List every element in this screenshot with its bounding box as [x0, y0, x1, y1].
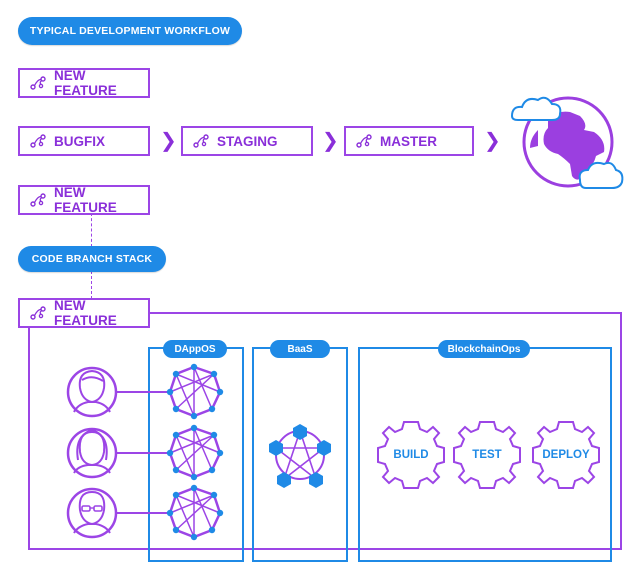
branch-label: NEW FEATURE — [54, 68, 117, 98]
branch-bugfix[interactable]: BUGFIX — [18, 126, 150, 156]
branch-staging[interactable]: STAGING — [181, 126, 313, 156]
baas-label: BaaS — [287, 343, 313, 355]
user-avatar-icon — [66, 366, 118, 418]
branch-label: NEW FEATURE — [54, 185, 117, 215]
globe-icon — [510, 96, 624, 189]
git-branch-icon — [30, 306, 46, 320]
stack-container — [28, 312, 622, 550]
branch-master[interactable]: MASTER — [344, 126, 474, 156]
cloud-icon — [510, 96, 562, 121]
workflow-title-pill: TYPICAL DEVELOPMENT WORKFLOW — [18, 17, 242, 45]
branch-new-feature-top[interactable]: NEW FEATURE — [18, 68, 150, 98]
gear-icon — [532, 421, 600, 489]
user-avatar-icon — [66, 427, 118, 479]
branch-label: BUGFIX — [54, 133, 106, 149]
dashed-connector-top — [91, 213, 92, 247]
gear-icon — [377, 421, 445, 489]
git-branch-icon — [30, 76, 46, 90]
user-avatar-icon — [66, 487, 118, 539]
git-branch-icon — [30, 134, 46, 148]
cloud-icon — [578, 161, 624, 189]
code-branch-stack-pill: CODE BRANCH STACK — [18, 246, 166, 272]
network-node-icon — [166, 424, 224, 481]
network-node-icon — [166, 484, 224, 541]
chevron-right-icon: ❯ — [160, 130, 177, 152]
gear-icon — [453, 421, 521, 489]
branch-label: MASTER — [380, 133, 437, 149]
build-label: BUILD — [393, 449, 429, 461]
baas-network-icon — [269, 424, 331, 488]
code-branch-stack-title: CODE BRANCH STACK — [31, 253, 153, 265]
workflow-title: TYPICAL DEVELOPMENT WORKFLOW — [29, 25, 231, 37]
dappos-tab: DAppOS — [163, 340, 227, 358]
baas-tab: BaaS — [270, 340, 330, 358]
blockchainops-label: BlockchainOps — [447, 343, 521, 355]
branch-new-feature-stack[interactable]: NEW FEATURE — [18, 298, 150, 328]
blockchainops-tab: BlockchainOps — [438, 340, 530, 358]
chevron-right-icon: ❯ — [322, 130, 339, 152]
dappos-label: DAppOS — [174, 343, 216, 355]
network-node-icon — [166, 363, 224, 420]
branch-new-feature-bottom[interactable]: NEW FEATURE — [18, 185, 150, 215]
git-branch-icon — [193, 134, 209, 148]
test-label: TEST — [472, 449, 502, 461]
branch-label: STAGING — [217, 133, 278, 149]
chevron-right-icon: ❯ — [484, 130, 501, 152]
dashed-connector-bottom — [91, 271, 92, 299]
git-branch-icon — [356, 134, 372, 148]
git-branch-icon — [30, 193, 46, 207]
branch-label: NEW FEATURE — [54, 298, 117, 328]
deploy-label: DEPLOY — [542, 449, 590, 461]
